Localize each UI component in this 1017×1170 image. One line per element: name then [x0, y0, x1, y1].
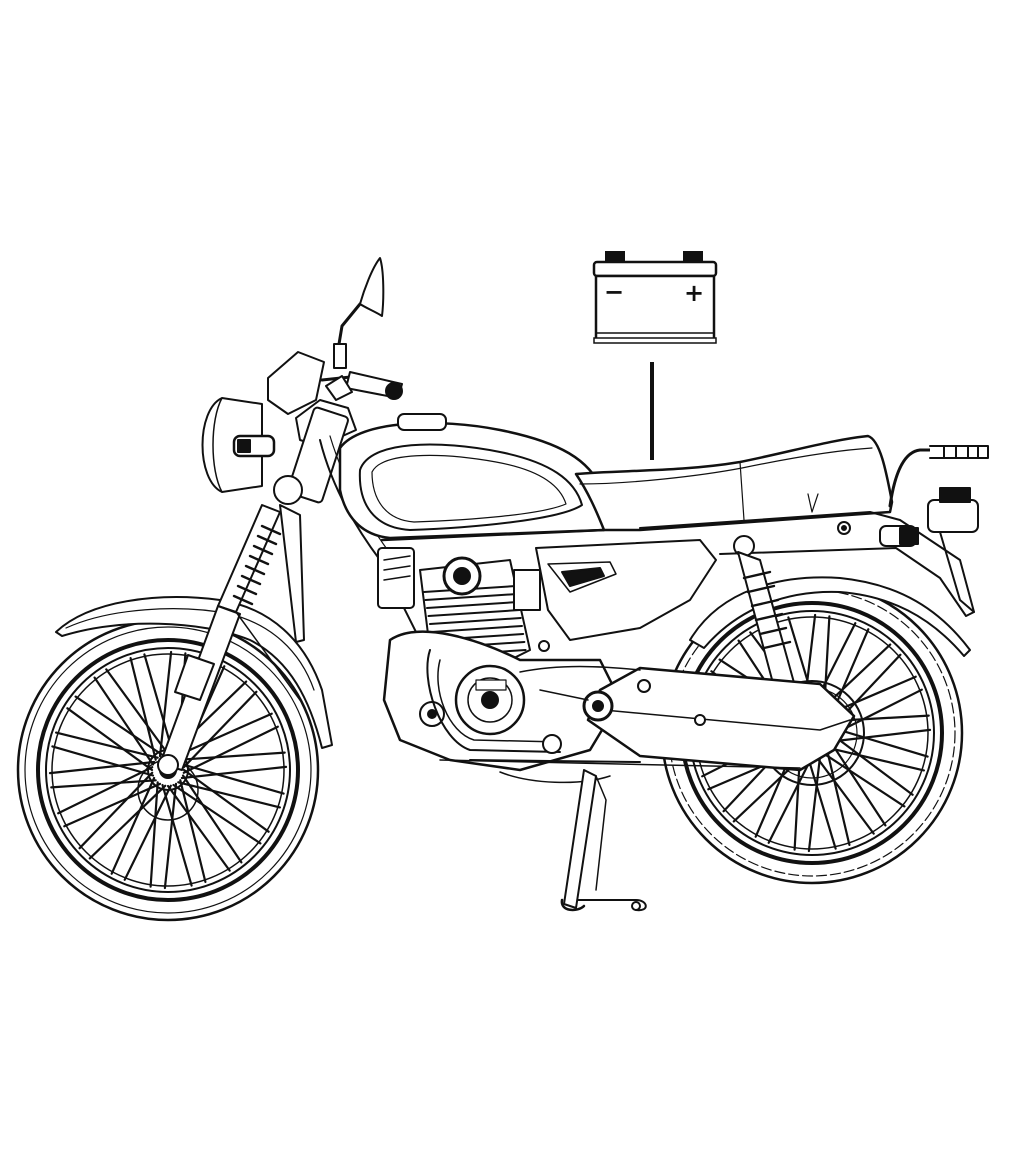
wheel-spoke	[817, 748, 906, 808]
wheel-spoke	[105, 668, 170, 756]
battery-icon: − +	[592, 251, 718, 344]
wheel-spoke	[129, 656, 157, 761]
wheel-spoke	[57, 766, 154, 815]
engine-fin	[430, 625, 523, 633]
wheel-spoke	[66, 707, 154, 772]
wheel-spoke	[74, 695, 164, 757]
wheel-spoke	[182, 768, 270, 833]
wheel-spoke	[166, 784, 231, 872]
wheel-spoke	[826, 728, 932, 744]
fork-spring	[232, 524, 282, 606]
wheel-spoke	[110, 776, 156, 875]
wheel-spoke	[48, 760, 156, 775]
wheel-spoke	[810, 749, 875, 835]
wheel-spoke	[163, 782, 178, 890]
wheel-spoke	[123, 784, 172, 881]
wheel-spoke	[174, 712, 273, 758]
wheel-spoke	[182, 690, 258, 769]
handlebar-assembly	[267, 351, 403, 505]
motorcycle-illustration	[16, 257, 989, 922]
chain-guard	[439, 665, 856, 772]
battery-lid	[592, 260, 718, 278]
wheel-spoke	[179, 779, 207, 884]
mirror	[333, 257, 385, 369]
wheel-spoke	[88, 784, 167, 860]
engine-fin	[424, 593, 519, 601]
wheel-spoke	[822, 745, 926, 772]
grab-rail	[888, 445, 989, 508]
wheel-spoke	[54, 731, 159, 759]
wheel-spoke	[804, 748, 837, 850]
wheel-spoke	[181, 763, 285, 795]
wheel-spoke	[51, 745, 155, 777]
wheel-spoke	[824, 743, 851, 847]
battery-plus-label: +	[684, 279, 704, 307]
front-fork	[157, 504, 305, 776]
seat	[574, 434, 894, 532]
wheel-spoke	[172, 783, 262, 845]
wheel-spoke	[161, 783, 193, 887]
headlight	[201, 397, 276, 493]
wheel-spoke	[177, 781, 281, 809]
wheel-spoke	[50, 779, 157, 789]
battery-minus-label: −	[604, 278, 624, 306]
wheel-spoke	[828, 731, 914, 796]
side-cover	[535, 511, 975, 641]
wheel-spoke	[63, 782, 162, 828]
wheel-spoke	[180, 765, 288, 780]
tail-light	[927, 487, 979, 613]
wheel-spoke	[158, 650, 173, 758]
engine-fin	[429, 617, 522, 625]
fuel-tank	[338, 413, 606, 542]
center-stand	[560, 769, 647, 912]
wheel-spoke	[78, 771, 154, 850]
wheel-spoke	[807, 747, 823, 853]
wheel-spoke	[827, 738, 887, 827]
wheel-spoke	[179, 751, 286, 761]
front-fender	[55, 596, 333, 749]
wheel-spoke	[149, 781, 159, 888]
engine-fin	[427, 609, 521, 617]
wheel-spoke	[181, 774, 243, 864]
rear-indicator	[879, 525, 919, 547]
wheel-spoke	[93, 676, 155, 766]
engine-fin	[426, 601, 520, 609]
front-spokes	[48, 650, 288, 890]
wheel-spoke	[182, 725, 279, 774]
